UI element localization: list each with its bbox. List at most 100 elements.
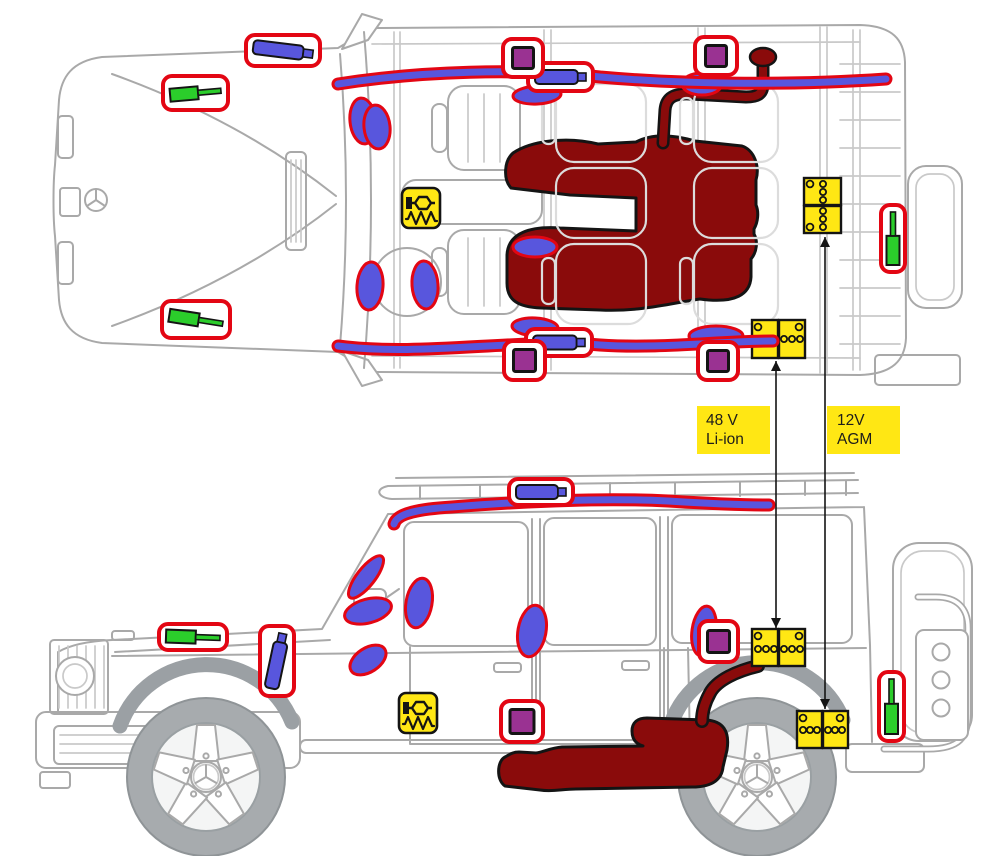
battery-cell-icon — [819, 206, 828, 215]
knee-airbag-side — [348, 643, 388, 677]
battery-terminal-icon — [805, 222, 815, 232]
arrow-48v-battery — [771, 361, 781, 628]
tailgate-gas-strut-top — [879, 203, 907, 274]
pyro-capsule-icon — [410, 195, 435, 211]
hv-cable-side-core — [697, 661, 763, 726]
battery-cell-icon — [831, 726, 840, 735]
pyro-device-side — [397, 691, 439, 735]
arrowhead-down-icon — [771, 618, 781, 628]
side-view-vehicle — [35, 472, 973, 856]
battery-terminal-icon — [794, 322, 804, 332]
battery-cell-icon — [780, 645, 789, 654]
gas-strut-rod — [889, 211, 897, 237]
inflator-nozzle — [557, 487, 567, 497]
rear-door-window — [543, 517, 657, 646]
battery-48v-top-cell-2 — [777, 318, 807, 360]
hv-cable-top-core — [659, 62, 767, 147]
turn-signal-side — [111, 630, 135, 641]
side-airbag-front-left-b — [362, 103, 392, 151]
battery-cell-icon — [838, 726, 847, 735]
battery-cell-icon — [819, 222, 828, 231]
inflator-nozzle — [301, 48, 315, 60]
battery-12v-top-cell-2 — [802, 204, 843, 235]
pyro-igniter-icon — [403, 702, 409, 714]
front-grille-center — [59, 187, 81, 217]
curtain-airbag-side-core — [390, 496, 773, 528]
battery-cell-icon — [806, 726, 815, 735]
front-door-window — [403, 521, 529, 647]
hood-gas-strut-side — [157, 622, 229, 652]
pretensioner-icon — [706, 349, 730, 373]
rear-step-top — [874, 354, 961, 386]
cowl-vent-slats — [290, 159, 302, 243]
pretensioner-c-pillar-side — [697, 619, 740, 664]
door-handle-rear — [621, 660, 650, 671]
bracket-hole — [931, 642, 951, 662]
pretensioner-icon — [508, 708, 536, 735]
seat-airbag-front-side — [515, 603, 549, 659]
headrest — [431, 103, 448, 153]
pretensioner-b-pillar-side — [499, 699, 545, 744]
driver-airbag-a — [355, 260, 385, 312]
pyro-igniter-icon — [406, 197, 412, 209]
arrow-12v-battery — [820, 237, 830, 709]
curtain-airbag-left-rail-core — [334, 68, 890, 88]
mercedes-star-arms — [86, 188, 106, 207]
battery-cell-icon — [824, 726, 833, 735]
front-wheel — [126, 697, 286, 856]
battery-cell-icon — [780, 334, 789, 343]
battery-48v-side-cell-2 — [777, 627, 807, 668]
door-handle-front — [493, 662, 522, 673]
battery-cell-icon — [788, 334, 797, 343]
curtain-a-pillar-side — [346, 554, 386, 600]
inflator-roof-side — [507, 477, 575, 507]
battery-12v-side-cell-1 — [795, 709, 824, 750]
battery-cell-icon — [770, 645, 779, 654]
pyro-capsule-icon — [407, 700, 432, 716]
front-lamp-right — [57, 241, 74, 285]
hood-ridges-top — [111, 73, 337, 327]
headlight-icon — [55, 656, 95, 696]
spare-bracket-plate — [915, 629, 969, 741]
tailgate-gas-strut-side — [877, 670, 906, 743]
battery-cell-icon — [819, 195, 828, 204]
cowl-vent — [285, 151, 307, 251]
pyro-zigzag-icon — [404, 210, 439, 226]
inflator-nozzle — [575, 337, 586, 348]
battery-cell-icon — [796, 645, 805, 654]
arrowhead-up-icon — [820, 237, 830, 247]
battery-terminal-icon — [753, 631, 763, 641]
side-airbag-rear-right — [511, 235, 559, 259]
arrowhead-up-icon — [771, 361, 781, 371]
pretensioner-icon — [511, 46, 535, 70]
inflator-nozzle — [276, 631, 288, 645]
left-mirror-top — [341, 13, 383, 50]
battery-cell-icon — [796, 334, 805, 343]
battery-cell-icon — [819, 214, 828, 223]
hv-port-top — [748, 46, 778, 68]
battery-cell-icon — [813, 726, 822, 735]
pretensioner-icon — [704, 44, 728, 68]
safety-markers-side — [157, 477, 906, 750]
safety-markers-top — [160, 33, 907, 382]
battery-12v-label-line1: 12V — [837, 412, 865, 429]
gas-strut-body — [168, 85, 200, 103]
battery-12v-label: 12V AGM — [827, 406, 900, 454]
pretensioner-icon — [512, 348, 537, 373]
tow-hook — [39, 771, 71, 789]
battery-12v-label-box — [827, 406, 900, 454]
inflator-nozzle — [577, 72, 587, 82]
pyro-zigzag-icon — [401, 715, 436, 731]
pretensioner-front-right-top — [502, 339, 547, 382]
battery-12v-label-line2: AGM — [837, 431, 872, 448]
battery-arrows — [771, 237, 830, 709]
gas-strut-rod — [194, 633, 221, 642]
right-mirror-top — [341, 350, 383, 387]
battery-cell-icon — [819, 179, 828, 188]
gas-strut-body — [884, 702, 899, 735]
battery-12v-top-cell-1 — [802, 176, 843, 207]
bracket-hole — [931, 670, 951, 690]
mirror-arm — [385, 588, 400, 599]
arrowhead-down-icon — [820, 699, 830, 709]
